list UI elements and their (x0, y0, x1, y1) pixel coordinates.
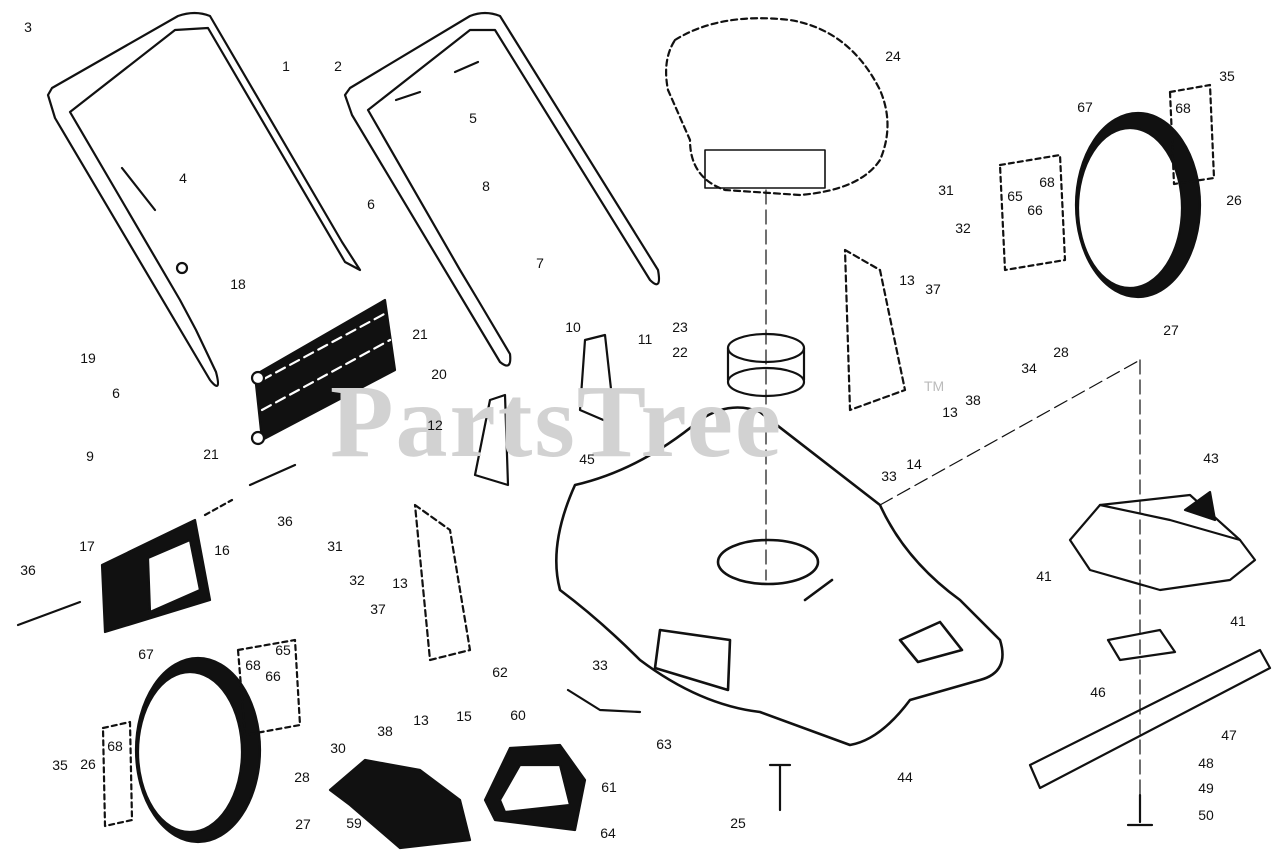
part-callout-66: 66 (1027, 202, 1043, 218)
part-callout-28: 28 (294, 769, 310, 785)
part-callout-59: 59 (346, 815, 362, 831)
part-callout-23: 23 (672, 319, 688, 335)
part-callout-1: 1 (282, 58, 290, 74)
mower-deck (555, 406, 1004, 747)
trademark-mark: TM (924, 378, 945, 394)
mulch-plug (100, 498, 234, 634)
part-callout-19: 19 (80, 350, 96, 366)
part-callout-67: 67 (138, 646, 154, 662)
part-callout-50: 50 (1198, 807, 1214, 823)
part-callout-33: 33 (881, 468, 897, 484)
part-callout-68: 68 (1039, 174, 1055, 190)
part-callout-27: 27 (295, 816, 311, 832)
part-callout-6: 6 (112, 385, 120, 401)
part-callout-41: 41 (1230, 613, 1246, 629)
wheel-right (1074, 111, 1202, 299)
watermark: PartsTree (330, 364, 784, 479)
part-callout-67: 67 (1077, 99, 1093, 115)
part-callout-10: 10 (565, 319, 581, 335)
part-callout-32: 32 (955, 220, 971, 236)
part-callout-30: 30 (330, 740, 346, 756)
part-callout-37: 37 (925, 281, 941, 297)
part-callout-66: 66 (265, 668, 281, 684)
part-callout-43: 43 (1203, 450, 1219, 466)
part-callout-68: 68 (1175, 100, 1191, 116)
part-callout-48: 48 (1198, 755, 1214, 771)
part-callout-13: 13 (392, 575, 408, 591)
part-callout-18: 18 (230, 276, 246, 292)
part-callout-11: 11 (637, 331, 653, 347)
part-callout-44: 44 (897, 769, 913, 785)
part-callout-31: 31 (327, 538, 343, 554)
part-callout-14: 14 (906, 456, 922, 472)
part-callout-68: 68 (107, 738, 123, 754)
part-callout-28: 28 (1053, 344, 1069, 360)
part-callout-20: 20 (431, 366, 447, 382)
part-callout-65: 65 (275, 642, 291, 658)
part-callout-26: 26 (80, 756, 96, 772)
part-callout-60: 60 (510, 707, 526, 723)
part-callout-12: 12 (427, 417, 443, 433)
part-callout-8: 8 (482, 178, 490, 194)
lower-handle (343, 11, 661, 367)
part-callout-62: 62 (492, 664, 508, 680)
part-callout-15: 15 (456, 708, 472, 724)
part-callout-46: 46 (1090, 684, 1106, 700)
part-callout-41: 41 (1036, 568, 1052, 584)
part-callout-37: 37 (370, 601, 386, 617)
part-callout-61: 61 (601, 779, 617, 795)
part-callout-35: 35 (1219, 68, 1235, 84)
part-callout-32: 32 (349, 572, 365, 588)
part-callout-21: 21 (203, 446, 219, 462)
part-callout-21: 21 (412, 326, 428, 342)
part-callout-16: 16 (214, 542, 230, 558)
rear-door (250, 298, 397, 446)
part-callout-36: 36 (20, 562, 36, 578)
part-callout-65: 65 (1007, 188, 1023, 204)
part-callout-4: 4 (179, 170, 187, 186)
part-callout-9: 9 (86, 448, 94, 464)
part-callout-25: 25 (730, 815, 746, 831)
pulley-adapter (726, 332, 806, 398)
part-callout-3: 3 (24, 19, 32, 35)
part-callout-35: 35 (52, 757, 68, 773)
part-callout-49: 49 (1198, 780, 1214, 796)
part-callout-26: 26 (1226, 192, 1242, 208)
part-callout-22: 22 (672, 344, 688, 360)
part-callout-6: 6 (367, 196, 375, 212)
part-callout-27: 27 (1163, 322, 1179, 338)
part-callout-13: 13 (413, 712, 429, 728)
part-callout-17: 17 (79, 538, 95, 554)
part-callout-13: 13 (942, 404, 958, 420)
part-callout-47: 47 (1221, 727, 1237, 743)
part-callout-2: 2 (334, 58, 342, 74)
part-callout-34: 34 (1021, 360, 1037, 376)
part-callout-7: 7 (536, 255, 544, 271)
blade-adapter (1068, 490, 1257, 592)
part-callout-31: 31 (938, 182, 954, 198)
upper-handle (46, 11, 362, 388)
wheel-left (134, 656, 262, 844)
part-callout-5: 5 (469, 110, 477, 126)
part-callout-38: 38 (965, 392, 981, 408)
part-callout-13: 13 (899, 272, 915, 288)
engine (665, 17, 889, 197)
part-callout-33: 33 (592, 657, 608, 673)
part-callout-63: 63 (656, 736, 672, 752)
part-callout-24: 24 (885, 48, 901, 64)
blade (1028, 648, 1272, 790)
part-callout-36: 36 (277, 513, 293, 529)
part-callout-68: 68 (245, 657, 261, 673)
part-callout-64: 64 (600, 825, 616, 841)
part-callout-45: 45 (579, 451, 595, 467)
part-callout-38: 38 (377, 723, 393, 739)
